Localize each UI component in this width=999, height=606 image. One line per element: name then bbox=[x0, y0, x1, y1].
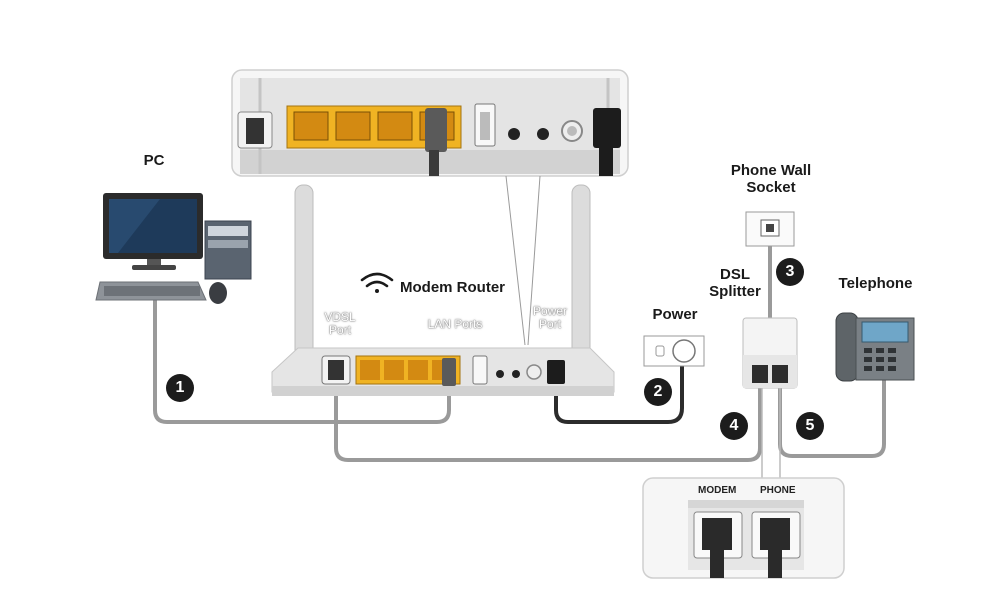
phone-wall-socket-icon bbox=[745, 211, 795, 247]
modem-router-label: Modem Router bbox=[400, 279, 505, 296]
zoom-phone-label: PHONE bbox=[760, 485, 796, 496]
closeup-modem-port bbox=[693, 511, 743, 578]
cable-power bbox=[554, 360, 684, 424]
power-label: Power bbox=[652, 306, 698, 323]
power-outlet-icon bbox=[643, 335, 705, 367]
pc-label: PC bbox=[143, 152, 165, 169]
step-badge-2: 2 bbox=[644, 378, 672, 406]
vdsl-port-label: VDSL Port bbox=[324, 310, 356, 337]
cable-splitter-to-phone bbox=[778, 380, 886, 458]
phone-wall-socket-label: Phone Wall Socket bbox=[730, 162, 812, 196]
closeup-lan-ports bbox=[286, 105, 462, 176]
modem-router-icon bbox=[271, 184, 615, 396]
cable-vdsl-to-splitter bbox=[334, 385, 762, 462]
step-badge-4: 4 bbox=[720, 412, 748, 440]
dsl-splitter-icon bbox=[742, 317, 798, 389]
lan-ports-label: LAN Ports bbox=[427, 317, 483, 331]
closeup-vdsl-port bbox=[237, 111, 273, 149]
router-back-panel-closeup bbox=[231, 69, 629, 177]
step-badge-5: 5 bbox=[796, 412, 824, 440]
desk-telephone-icon bbox=[835, 312, 915, 382]
splitter-ports-closeup bbox=[642, 477, 845, 579]
closeup-phone-port bbox=[751, 511, 801, 578]
wifi-icon bbox=[360, 272, 394, 293]
zoom-modem-label: MODEM bbox=[698, 485, 737, 496]
dsl-splitter-label: DSL Splitter bbox=[709, 266, 761, 300]
desktop-computer-icon bbox=[95, 193, 252, 304]
cable-pc-to-lan bbox=[153, 300, 451, 424]
step-badge-3: 3 bbox=[776, 258, 804, 286]
telephone-label: Telephone bbox=[838, 275, 913, 292]
power-port-label: Power Port bbox=[532, 304, 567, 331]
step-badge-1: 1 bbox=[166, 374, 194, 402]
